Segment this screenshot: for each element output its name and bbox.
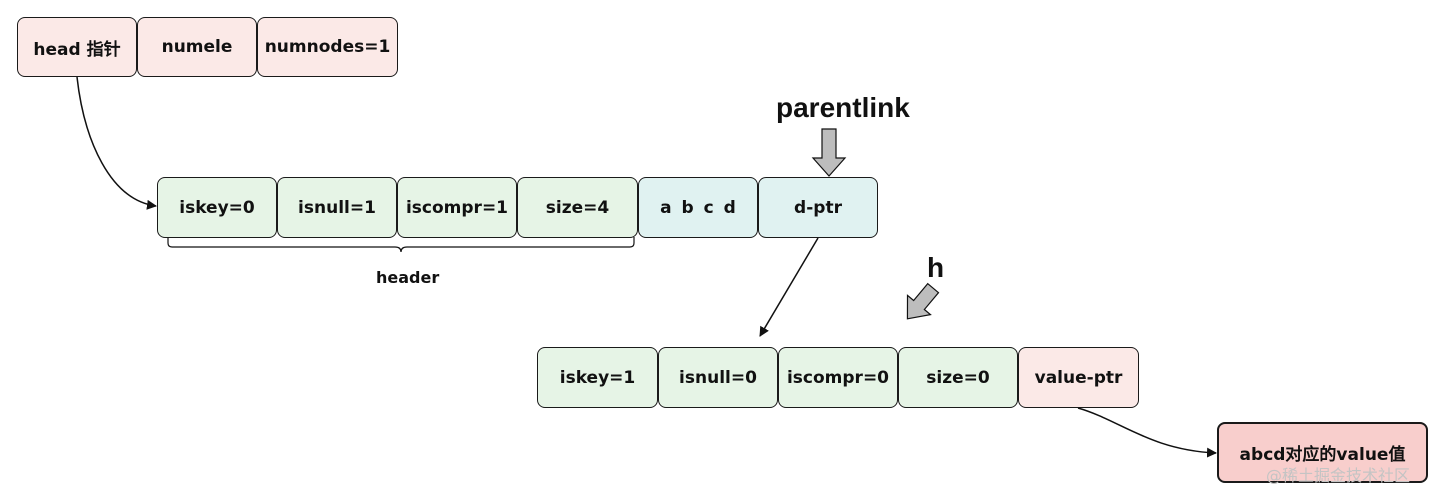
numnodes-cell: numnodes=1 bbox=[257, 17, 398, 77]
node1-data-cell: a b c d bbox=[638, 177, 758, 238]
node2-iscompr-cell: iscompr=0 bbox=[778, 347, 898, 408]
h-label: h bbox=[927, 252, 945, 283]
node1-dptr-cell: d-ptr bbox=[758, 177, 878, 238]
watermark: @稀土掘金技术社区 bbox=[1266, 466, 1411, 485]
valueptr-to-value-arrow bbox=[1077, 407, 1217, 458]
node1-iskey-cell: iskey=0 bbox=[157, 177, 277, 238]
value-box: abcd对应的value值 bbox=[1217, 422, 1428, 483]
head-pointer-cell: head 指针 bbox=[17, 17, 137, 77]
parentlink-block-arrow bbox=[811, 128, 847, 177]
parentlink-label: parentlink bbox=[776, 92, 910, 123]
head-to-node1-arrow bbox=[76, 76, 157, 210]
node2-value-ptr-cell: value-ptr bbox=[1018, 347, 1139, 408]
node1-iscompr-cell: iscompr=1 bbox=[397, 177, 517, 238]
node1-size-cell: size=4 bbox=[517, 177, 638, 238]
h-block-arrow bbox=[906, 282, 940, 320]
header-brace bbox=[167, 237, 635, 253]
node1-isnull-cell: isnull=1 bbox=[277, 177, 397, 238]
node2-iskey-cell: iskey=1 bbox=[537, 347, 658, 408]
header-label: header bbox=[376, 268, 440, 287]
node2-isnull-cell: isnull=0 bbox=[658, 347, 778, 408]
dptr-to-node2-arrow bbox=[759, 237, 819, 337]
numele-cell: numele bbox=[137, 17, 257, 77]
node2-size-cell: size=0 bbox=[898, 347, 1018, 408]
